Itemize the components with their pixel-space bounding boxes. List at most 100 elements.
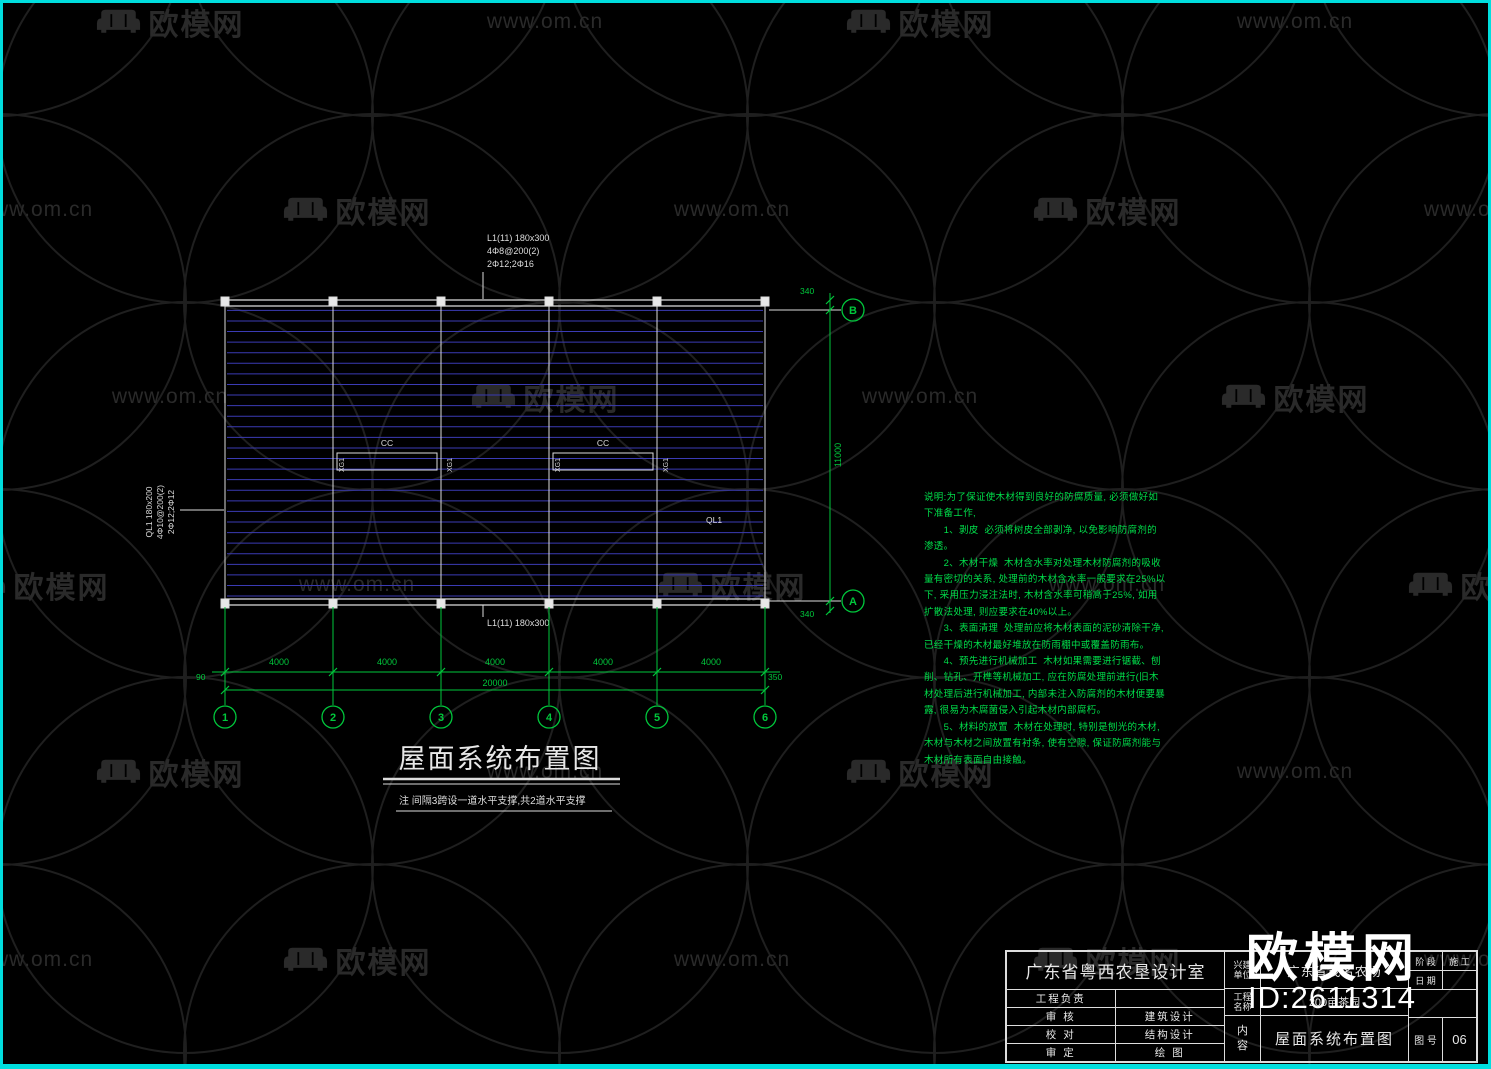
top-beam-annotation: 2Φ12;2Φ16 [487, 259, 534, 269]
grid-bubble-label: 1 [222, 712, 228, 724]
column-marker [544, 598, 554, 609]
project-label: 工程名称 [1225, 989, 1261, 1015]
grid-bubble [753, 705, 777, 729]
watermark-url-text: www.om.cn [1423, 197, 1491, 221]
grid-bubble-label: 5 [654, 712, 660, 724]
dim-tick [825, 305, 835, 315]
watermark-circle [197, 0, 547, 117]
grid-bubble-label: 2 [330, 712, 336, 724]
watermark-brand: 欧模网 [283, 938, 432, 982]
watermark-url: www.om.cn [674, 198, 790, 222]
sheet-label: 图 号 [1409, 1018, 1443, 1061]
watermark-url: www.om.cn [299, 573, 415, 597]
grid-bubble [321, 705, 345, 729]
sofa-icon [283, 947, 328, 971]
date-value [1443, 971, 1476, 989]
personnel-rows: 工程负责 审 核 建筑设计 校 对 结构设计 审 定 绘 图 [1007, 990, 1224, 1061]
top-beam-annotation: 4Φ8@200(2) [487, 246, 539, 256]
column-marker [760, 296, 770, 307]
tie-label-xg: XG1 [447, 458, 454, 472]
column-marker [436, 598, 446, 609]
titleblock-cell: 校 对 [1007, 1026, 1116, 1044]
watermark-brand-text: 欧模网 [1460, 571, 1491, 605]
watermark-url-text: www.om.cn [673, 197, 791, 221]
dim-tick [825, 606, 835, 616]
project-row: 工程名称 200亩茶园 [1225, 989, 1408, 1016]
sofa-icon [846, 9, 891, 33]
grid-bubble [841, 298, 865, 322]
tie-label-xg: XG1 [339, 458, 346, 472]
client-value: 广东省茂名农场 [1287, 964, 1382, 979]
watermark-circle [947, 0, 1297, 117]
dim-label: 4000 [269, 657, 289, 667]
stage-label: 阶 段 [1409, 952, 1443, 970]
dim-tick [760, 667, 770, 677]
grid-bubble-label: A [849, 596, 857, 608]
dim-tick [652, 667, 662, 677]
dim-tick [825, 596, 835, 606]
sofa-icon [1408, 572, 1453, 596]
grid-bubble-label: 4 [546, 712, 553, 724]
watermark-url: www.om.cn [0, 948, 93, 972]
watermark-brand-text: 欧模网 [898, 759, 995, 792]
left-beam-annotation: 4Φ10@200(2) [155, 485, 165, 539]
watermark-brand: 欧模网 [1033, 188, 1182, 232]
dim-tick [760, 685, 770, 695]
tie-label-xg: XG1 [555, 458, 562, 472]
watermark-brand: 欧模网 [846, 750, 995, 794]
watermark-brand-text: 欧模网 [523, 384, 620, 417]
watermark-brand: 欧模网 [846, 0, 995, 44]
stage-value: 施 工 [1449, 956, 1470, 967]
grid-bubble [213, 705, 237, 729]
dim-label: 4000 [593, 657, 613, 667]
watermark-url: www.om.cn [112, 385, 228, 409]
titleblock-cell: 审 定 [1007, 1044, 1116, 1061]
stage-row: 阶 段 施 工 [1409, 952, 1476, 971]
title-block-left: 广东省粤西农垦设计室 工程负责 审 核 建筑设计 校 对 结构设计 审 定 绘 … [1007, 952, 1225, 1061]
watermark-brand: 欧模网 [283, 188, 432, 232]
watermark-brand-text: 欧模网 [1085, 196, 1182, 230]
spec-note-paragraph: 5、材料的放置 木材在处理时, 特别是刨光的木材, 木材与木材之间放置有衬条, … [924, 721, 1163, 766]
watermark-brand-text: 欧模网 [1085, 946, 1182, 980]
titleblock-cell: 结构设计 [1115, 1026, 1224, 1044]
watermark-url: www.om.cn [1424, 198, 1491, 222]
titleblock-cell: 审 核 [1007, 1008, 1116, 1026]
watermark-url: www.om.cn [1424, 948, 1491, 972]
grid-bubble-label: 6 [762, 712, 768, 724]
column-marker [436, 296, 446, 307]
dim-label: 4000 [485, 657, 505, 667]
title-block-far: 阶 段 施 工 日 期 图 号 06 [1409, 952, 1476, 1061]
watermark-circle [1308, 488, 1491, 866]
client-row: 兴建单位 广东省茂名农场 [1225, 952, 1408, 989]
watermark-brand: 欧模网 [0, 563, 110, 607]
watermark-brand: 欧模网 [1408, 563, 1491, 607]
sofa-icon [96, 9, 141, 33]
dim-tick [220, 667, 230, 677]
watermark-brand-text: 欧模网 [1273, 384, 1370, 417]
watermark-url-text: www.om.cn [111, 385, 229, 408]
sofa-icon [846, 759, 891, 783]
spec-note-paragraph: 4、预先进行机械加工 木材如果需要进行锯截、刨削、钻孔、开榫等机械加工, 应在防… [924, 656, 1166, 717]
watermark-url-text: www.om.cn [486, 10, 604, 33]
sofa-icon [1033, 197, 1078, 221]
spec-note-paragraph: 说明:为了保证使木材得到良好的防腐质量, 必须做好如下准备工作, [924, 492, 1159, 520]
watermark-brand-text: 欧模网 [148, 759, 245, 792]
dim-label: 340 [800, 286, 814, 296]
spec-note-paragraph: 2、木材干燥 木材含水率对处理木材防腐剂的吸收量有密切的关系, 处理前的木材含水… [924, 557, 1166, 618]
sofa-icon [658, 572, 703, 596]
titleblock-cell: 建筑设计 [1115, 1008, 1224, 1026]
beam-label-ql: QL1 [706, 515, 722, 525]
grid-bubble [645, 705, 669, 729]
spacer-cell [1409, 990, 1476, 1018]
dim-label: 340 [800, 609, 814, 619]
spec-note-paragraph: 1、剥皮 必须将树皮全部剥净, 以免影响防腐剂的渗透。 [924, 524, 1157, 553]
project-value: 200亩茶园 [1308, 997, 1361, 1009]
watermark-circle [1308, 113, 1491, 491]
watermark-circle [1308, 863, 1491, 1069]
top-beam-annotation: L1(11) 180x300 [487, 233, 549, 243]
sofa-icon [1033, 947, 1078, 971]
watermark-brand: 欧模网 [471, 375, 620, 419]
